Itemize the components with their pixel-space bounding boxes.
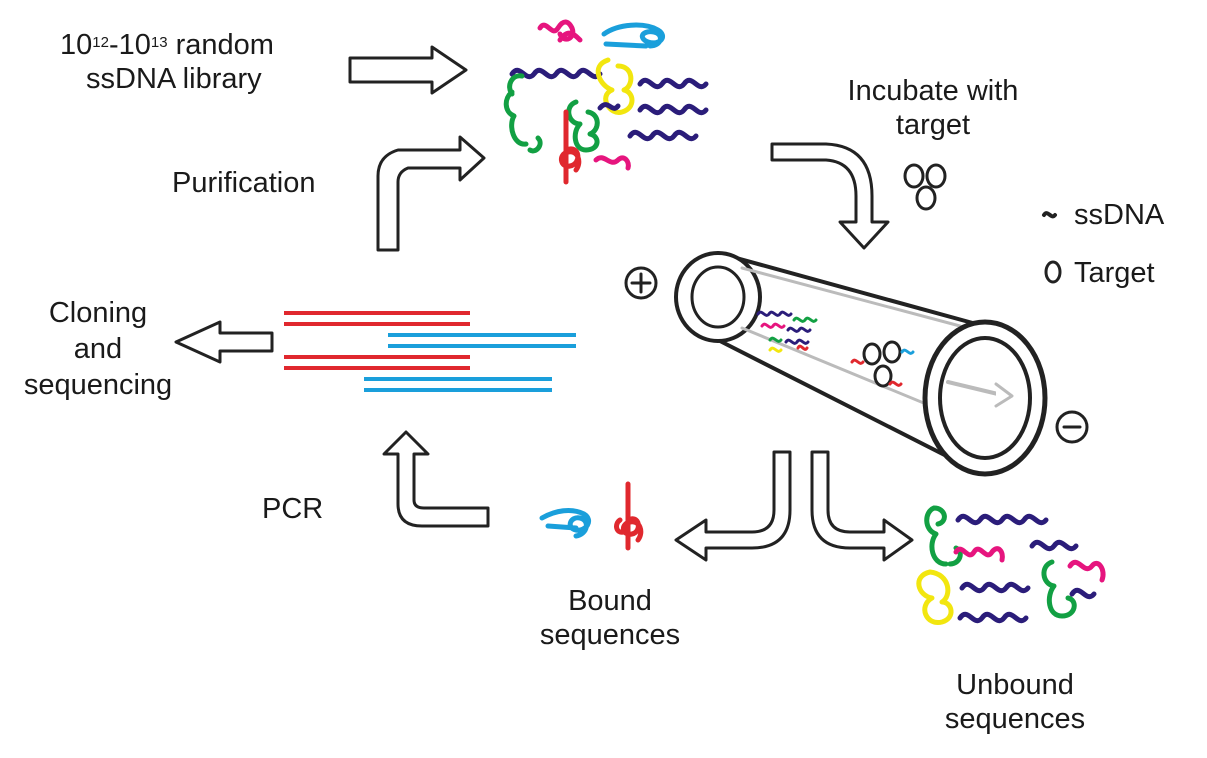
library-cluster bbox=[503, 19, 709, 185]
arrow-pcr bbox=[382, 430, 490, 528]
legend-target-label: Target bbox=[1074, 257, 1155, 289]
cloning-label-line3: sequencing bbox=[23, 369, 173, 401]
incubate-label-line1: Incubate with bbox=[847, 75, 1019, 107]
unbound-label-line1: Unbound bbox=[956, 669, 1074, 701]
library-label-part1: 10 bbox=[60, 29, 93, 61]
arrow-split-bound bbox=[674, 450, 792, 562]
unbound-label-line2: sequences bbox=[944, 703, 1086, 735]
library-label-part2: random bbox=[167, 29, 274, 61]
library-label-exp2: 13 bbox=[150, 34, 168, 51]
legend-ssdna-icon bbox=[1042, 211, 1057, 219]
arrow-purification bbox=[376, 135, 486, 252]
bound-label-line1: Bound bbox=[568, 585, 652, 617]
library-label-exp1: 12 bbox=[92, 34, 109, 51]
arrow-library-to-pool bbox=[348, 45, 468, 95]
arrow-to-cloning bbox=[174, 320, 274, 364]
purification-label: Purification bbox=[172, 167, 316, 199]
library-label-line2: ssDNA library bbox=[86, 63, 262, 95]
arrow-split-unbound bbox=[810, 450, 914, 562]
library-label-dash: -10 bbox=[108, 29, 151, 61]
negative-electrode bbox=[1055, 410, 1089, 444]
incubate-label-line2: target bbox=[895, 109, 971, 141]
bound-cluster bbox=[539, 481, 644, 551]
legend-ssdna-label: ssDNA bbox=[1074, 199, 1165, 231]
target-molecules bbox=[903, 163, 947, 211]
arrow-incubate bbox=[770, 142, 890, 250]
cloning-label-line2: and bbox=[73, 333, 123, 365]
positive-electrode bbox=[624, 266, 658, 300]
library-label: 1012-1013 random bbox=[60, 28, 274, 62]
capillary-tube bbox=[674, 251, 1048, 477]
bound-label-line2: sequences bbox=[539, 619, 681, 651]
cloning-label-line1: Cloning bbox=[48, 297, 148, 329]
legend-target-icon bbox=[1044, 260, 1062, 284]
dna-duplexes bbox=[284, 311, 576, 392]
pcr-label: PCR bbox=[262, 493, 324, 525]
unbound-cluster bbox=[916, 505, 1106, 625]
